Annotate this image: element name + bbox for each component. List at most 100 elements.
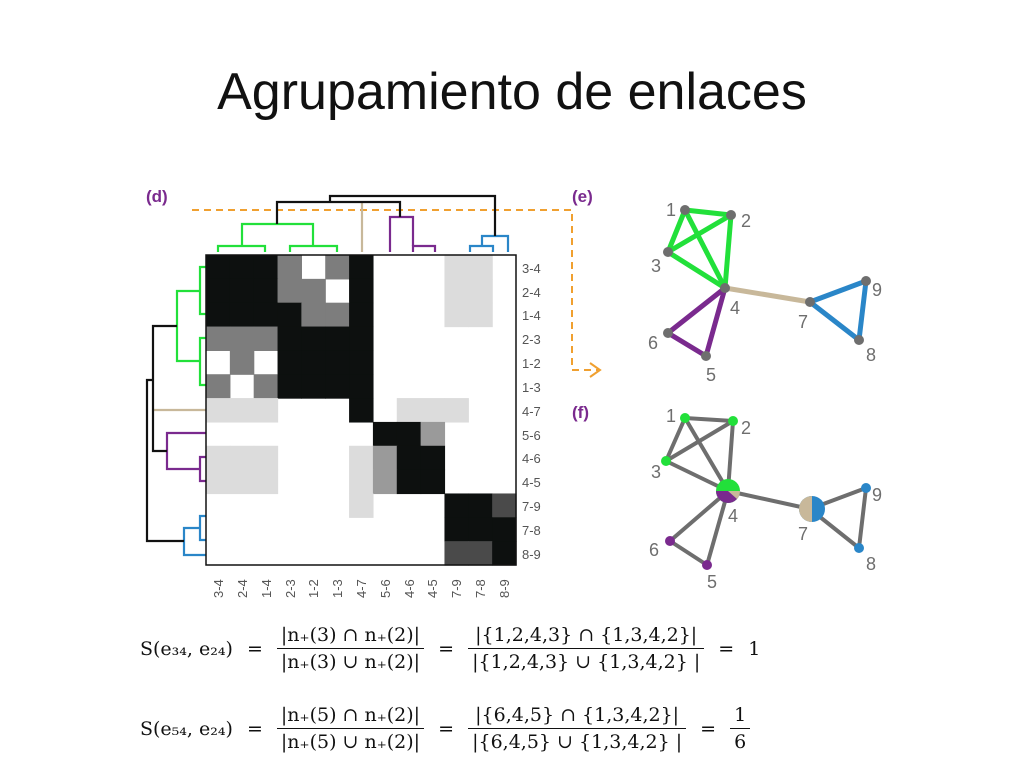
- node-label: 7: [798, 524, 808, 544]
- row-label: 4-5: [522, 475, 541, 490]
- edge-1-3: [664, 416, 687, 463]
- matrix-cell: [301, 326, 326, 351]
- matrix-col-labels: 3-4 2-4 1-4 2-3 1-2 1-3 4-7 5-6 4-6 4-5 …: [211, 579, 512, 598]
- matrix-cell: [253, 278, 279, 304]
- formula-2-fraction-b: |{6,4,5} ∩ {1,3,4,2}| |{6,4,5} ∪ {1,3,4,…: [468, 704, 687, 753]
- edge-5-6: [668, 539, 709, 567]
- graph-e-labels: 1 2 3 4 5 6 7 8 9: [648, 200, 882, 385]
- node-label: 1: [666, 200, 676, 220]
- matrix-cell: [253, 255, 279, 280]
- formula-2-numerator-b: |{6,4,5} ∩ {1,3,4,2}|: [468, 704, 687, 729]
- node-label: 5: [706, 365, 716, 385]
- matrix-row-labels: 3-4 2-4 1-4 2-3 1-2 1-3 4-7 5-6 4-6 4-5 …: [522, 261, 541, 562]
- row-label: 2-3: [522, 332, 541, 347]
- matrix-cell: [396, 398, 422, 423]
- node-label: 6: [648, 333, 658, 353]
- node-label: 1: [666, 406, 676, 426]
- equals-sign: =: [700, 717, 717, 740]
- edge-2-4: [722, 212, 734, 291]
- edge-3-4: [665, 249, 728, 291]
- formula-1: S(e₃₄, e₂₄) = |n₊(3) ∩ n₊(2)| |n₊(3) ∪ n…: [140, 624, 760, 673]
- edge-4-6: [665, 285, 728, 336]
- formula-1-denominator-a: |n₊(3) ∪ n₊(2)|: [280, 651, 421, 673]
- matrix-cell: [325, 374, 350, 399]
- graph-f-labels: 1 2 3 4 5 6 7 8 9: [649, 406, 882, 592]
- graph-node: [663, 328, 673, 338]
- matrix-cell: [206, 374, 231, 399]
- graph-node: [805, 297, 815, 307]
- col-label: 3-4: [211, 579, 226, 598]
- matrix-cell: [349, 255, 374, 280]
- col-label: 1-4: [259, 579, 274, 598]
- matrix-cell: [349, 493, 374, 518]
- matrix-cell: [301, 350, 326, 375]
- row-label: 2-4: [522, 285, 541, 300]
- matrix-cell: [229, 326, 255, 351]
- graph-node: [861, 483, 871, 493]
- formula-2-lhs: S(e₅₄, e₂₄): [140, 717, 233, 740]
- graph-node: [680, 413, 690, 423]
- edge-1-2: [682, 207, 734, 218]
- node-label: 3: [651, 462, 661, 482]
- edge-1-4: [683, 416, 730, 493]
- matrix-cell: [229, 302, 255, 328]
- node-label: 4: [728, 506, 738, 526]
- col-label: 7-8: [473, 579, 488, 598]
- graph-f-nodes: [661, 413, 871, 570]
- matrix-border: [205, 254, 517, 566]
- matrix-cell: [420, 398, 446, 423]
- matrix-cell: [444, 493, 469, 518]
- row-label: 7-9: [522, 499, 541, 514]
- formula-2-denominator-b: |{6,4,5} ∪ {1,3,4,2} |: [472, 731, 683, 753]
- node-label: 8: [866, 345, 876, 365]
- matrix-cell: [253, 302, 279, 328]
- formula-1-fraction-a: |n₊(3) ∩ n₊(2)| |n₊(3) ∪ n₊(2)|: [276, 624, 425, 673]
- node-7-pie: [799, 496, 825, 522]
- matrix-cell: [492, 517, 517, 542]
- matrix-cell: [492, 493, 517, 518]
- matrix-cell: [349, 445, 374, 471]
- formula-1-lhs: S(e₃₄, e₂₄): [140, 637, 233, 660]
- edge-4-5: [703, 285, 728, 359]
- formula-2-fraction-a: |n₊(5) ∩ n₊(2)| |n₊(5) ∪ n₊(2)|: [276, 704, 425, 753]
- edge-7-8: [807, 299, 862, 343]
- formula-2-result: 1 6: [730, 704, 751, 753]
- graph-node: [680, 205, 690, 215]
- matrix-cell: [206, 255, 231, 280]
- node-label: 9: [872, 280, 882, 300]
- matrix-cell: [277, 278, 302, 304]
- row-label: 5-6: [522, 428, 541, 443]
- similarity-matrix: [206, 255, 517, 566]
- graph-node: [661, 456, 671, 466]
- matrix-cell: [492, 541, 517, 566]
- matrix-cell: [349, 326, 374, 351]
- equals-sign: =: [246, 637, 263, 660]
- matrix-cell: [325, 302, 350, 328]
- matrix-cell: [206, 469, 231, 495]
- node-4-pie: [716, 479, 741, 503]
- node-label: 7: [798, 312, 808, 332]
- matrix-cell: [444, 517, 469, 542]
- top-dendrogram: [216, 194, 510, 252]
- matrix-cell: [349, 278, 374, 304]
- col-label: 7-9: [449, 579, 464, 598]
- node-label: 4: [730, 298, 740, 318]
- col-label: 4-6: [402, 579, 417, 598]
- matrix-cell: [301, 278, 326, 304]
- row-label: 8-9: [522, 547, 541, 562]
- matrix-cell: [396, 469, 422, 495]
- edge-7-9: [807, 278, 869, 305]
- graph-node: [663, 247, 673, 257]
- matrix-cell: [229, 350, 255, 375]
- edge-2-3: [664, 419, 735, 463]
- graph-node: [665, 536, 675, 546]
- col-label: 4-7: [354, 579, 369, 598]
- cut-line: [192, 209, 602, 378]
- edge-4-5: [705, 489, 730, 567]
- col-label: 4-5: [425, 579, 440, 598]
- equals-sign: =: [246, 717, 263, 740]
- matrix-cell: [253, 326, 279, 351]
- node-label: 6: [649, 540, 659, 560]
